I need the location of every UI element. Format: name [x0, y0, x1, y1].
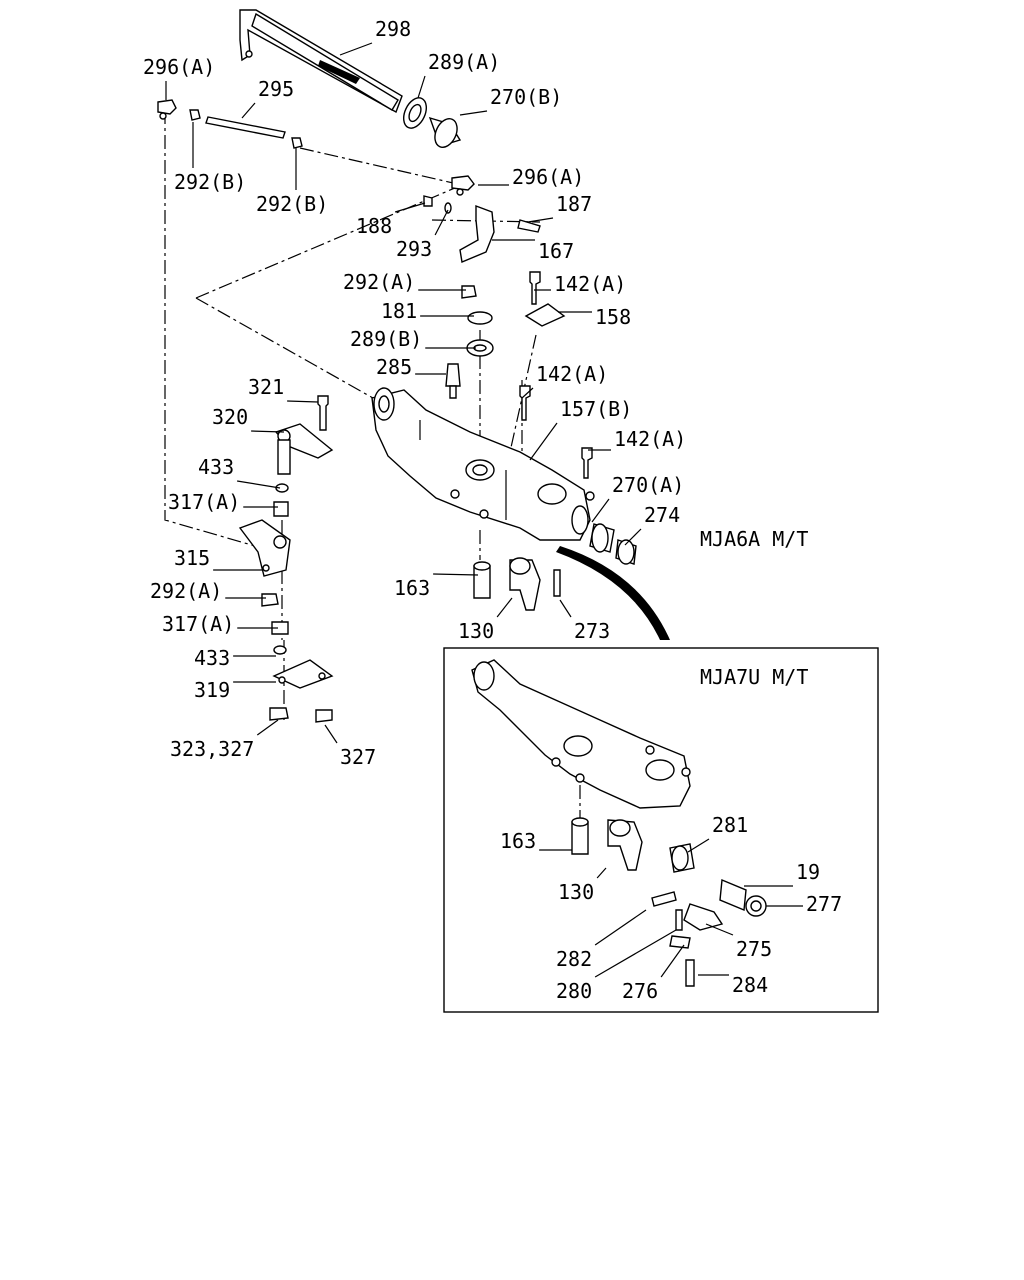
leader-c275 [705, 923, 734, 936]
leader-c295 [241, 102, 256, 119]
callout-c327: 327 [340, 745, 376, 769]
leader-c270a [591, 498, 610, 523]
leader-c130_in [596, 867, 607, 879]
inset-parts [571, 817, 767, 987]
leader-lines [165, 42, 803, 978]
callout-c142a_2: 142(A) [536, 362, 608, 386]
callout-c277: 277 [806, 892, 842, 916]
leader-c142a_2 [521, 387, 534, 399]
bolts-142a [519, 271, 593, 479]
leader-c321 [287, 400, 319, 403]
callout-c298: 298 [375, 17, 411, 41]
leader-c163 [433, 573, 479, 576]
lever-130 [509, 557, 541, 611]
callout-c292a_top: 292(A) [343, 270, 415, 294]
shift-rod-298 [239, 9, 403, 114]
callout-c292a_bot: 292(A) [150, 579, 222, 603]
callout-c295: 295 [258, 77, 294, 101]
callout-c188: 188 [356, 214, 392, 238]
pin-273 [553, 569, 561, 597]
leader-c187 [527, 217, 554, 223]
bushing-270b [428, 116, 462, 148]
leader-c293 [434, 209, 449, 236]
callout-c273: 273 [574, 619, 610, 643]
leader-c327 [324, 724, 338, 744]
callout-c19: 19 [796, 860, 820, 884]
callout-labels: 298 296(A) 289(A) 295 270(B) 292(B) 296(A) 292(… [143, 17, 842, 1003]
callout-c142a_1: 142(A) [554, 272, 626, 296]
left-linkage [238, 395, 334, 723]
callout-c163_in: 163 [500, 829, 536, 853]
shift-housing-inset [471, 659, 691, 809]
leader-c274 [624, 528, 642, 546]
callout-c282: 282 [556, 947, 592, 971]
callout-c321: 321 [248, 375, 284, 399]
model-label-inset: MJA7U M/T [700, 665, 808, 689]
callout-c158: 158 [595, 305, 631, 329]
callout-c296a_top: 296(A) [143, 55, 215, 79]
callout-c275: 275 [736, 937, 772, 961]
leader-c270b [459, 110, 488, 116]
callout-c270b: 270(B) [490, 85, 562, 109]
callout-c289b: 289(B) [350, 327, 422, 351]
callout-c315: 315 [174, 546, 210, 570]
callout-c292b_l: 292(B) [174, 170, 246, 194]
callout-c281: 281 [712, 813, 748, 837]
callout-c289a_top: 289(A) [428, 50, 500, 74]
callout-c433_bot: 433 [194, 646, 230, 670]
callout-c285: 285 [376, 355, 412, 379]
model-label-main: MJA6A M/T [700, 527, 808, 551]
ball-joint-296a-right [451, 175, 475, 196]
leader-c130 [496, 597, 513, 618]
callout-c320: 320 [212, 405, 248, 429]
callout-c167: 167 [538, 239, 574, 263]
callout-c317a_bot: 317(A) [162, 612, 234, 636]
leader-c273 [559, 599, 572, 618]
callout-c130: 130 [458, 619, 494, 643]
callout-c181: 181 [381, 299, 417, 323]
leader-c281 [687, 838, 710, 853]
leader-c280 [594, 929, 677, 978]
pointer-arc [556, 546, 670, 640]
callout-c293: 293 [396, 237, 432, 261]
breather-285 [445, 363, 461, 399]
leader-c282 [594, 909, 647, 946]
callout-c187: 187 [556, 192, 592, 216]
bushing-270a [589, 523, 615, 553]
callout-c319: 319 [194, 678, 230, 702]
callout-c163: 163 [394, 576, 430, 600]
callout-c433_top: 433 [198, 455, 234, 479]
inset-box [443, 647, 879, 1013]
rod-295 [189, 109, 303, 149]
callout-c323_327: 323,327 [170, 737, 254, 761]
ball-joint-296a-left [157, 99, 177, 120]
leader-c298 [339, 42, 373, 56]
callout-c292b_r: 292(B) [256, 192, 328, 216]
bracket-167 [423, 195, 541, 263]
leader-c320 [251, 430, 285, 433]
callout-c274: 274 [644, 503, 680, 527]
shaft-163 [473, 561, 491, 599]
callout-c317a_top: 317(A) [168, 490, 240, 514]
leader-c289a_top [417, 75, 426, 99]
callout-c270a: 270(A) [612, 473, 684, 497]
callout-c296a_mid: 296(A) [512, 165, 584, 189]
callout-c157b: 157(B) [560, 397, 632, 421]
oil-seal-289a [402, 97, 428, 129]
leader-c188 [394, 202, 426, 213]
callout-c142a_3: 142(A) [614, 427, 686, 451]
leader-c323_327 [256, 719, 279, 736]
shift-housing-main [371, 387, 595, 541]
callout-c276: 276 [622, 979, 658, 1003]
callout-c130_in: 130 [558, 880, 594, 904]
leader-c276 [660, 944, 685, 978]
leader-c433_top [237, 480, 281, 489]
leader-c157b [529, 422, 558, 461]
callout-c280: 280 [556, 979, 592, 1003]
callout-c284: 284 [732, 973, 768, 997]
stack-parts [461, 285, 494, 357]
bushing-274 [615, 539, 637, 565]
